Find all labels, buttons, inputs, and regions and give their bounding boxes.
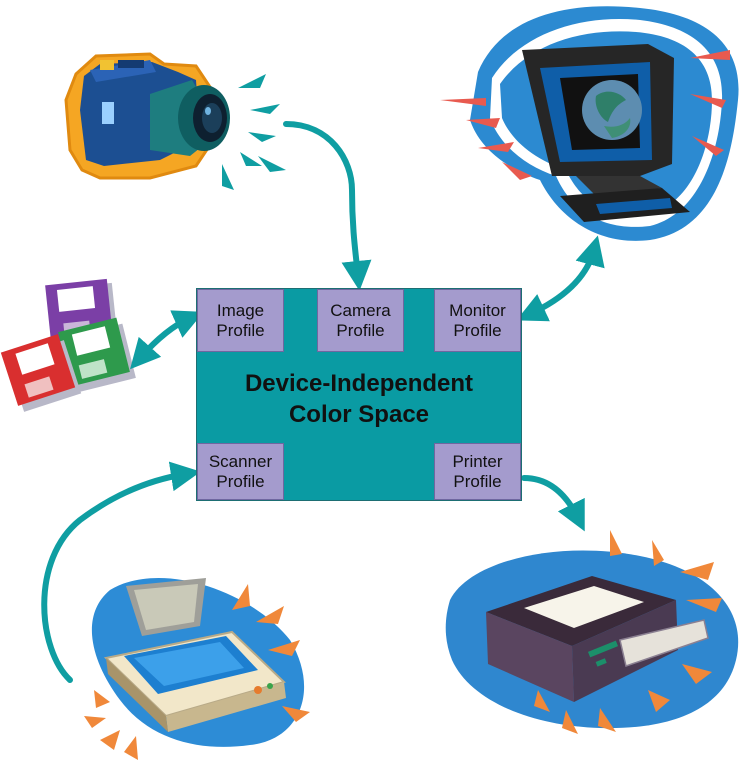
center-title-line-2: Color Space [288,401,430,428]
camera-profile-box: Camera Profile [317,289,404,352]
image-profile-box: Image Profile [197,289,284,352]
printer-rays [534,530,722,734]
printer-profile-box: Printer Profile [434,443,521,500]
printer-icon [445,530,739,734]
scanner-icon [84,578,310,760]
camera-flash-rays [222,74,286,190]
scanner-rays [84,584,310,760]
scanner-to-scanner-profile-arrow [41,461,201,683]
printer-profile-to-printer-arrow [521,475,585,532]
camera-to-camera-profile-arrow [283,121,372,291]
center-title-line-1: Device-Independent [244,370,474,397]
camera-icon [64,52,286,190]
monitor-rays [440,50,730,180]
monitor-profile-box: Monitor Profile [434,289,521,352]
device-independent-color-space-box: Image Profile Camera Profile Monitor Pro… [196,288,522,501]
monitor-icon [440,6,739,241]
scanner-profile-box: Scanner Profile [197,443,284,500]
connector-arrows [41,121,605,683]
monitor-profile-arrow [516,235,605,322]
floppy-disks-icon [0,278,136,412]
image-profile-arrow [130,310,204,370]
